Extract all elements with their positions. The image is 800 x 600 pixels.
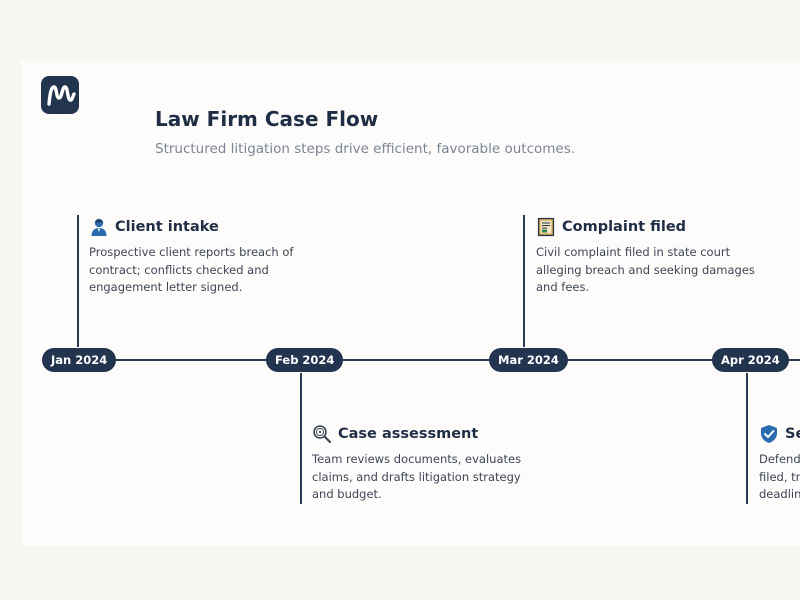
milestone-description: Team reviews documents, evaluates claims…	[312, 452, 522, 501]
milestone-description: Civil complaint filed in state court all…	[536, 245, 755, 294]
page-subtitle: Structured litigation steps drive effici…	[155, 141, 576, 157]
page-title: Law Firm Case Flow	[155, 107, 379, 131]
shield-check-icon	[759, 424, 779, 444]
description-line: deadlin	[759, 487, 800, 501]
magnifier-icon	[312, 424, 332, 444]
milestone-description: Prospective client reports breach of con…	[89, 245, 294, 294]
milestone-title: Client intake	[115, 219, 219, 235]
timeline-axis	[48, 359, 800, 361]
description-line: Defend	[759, 452, 800, 466]
document-icon	[536, 217, 556, 237]
milestone-case-assessment: Case assessment Team reviews documents, …	[312, 422, 552, 504]
person-icon	[89, 217, 109, 237]
stem-mar	[523, 215, 525, 347]
date-pill-jan: Jan 2024	[42, 348, 117, 372]
stem-jan	[77, 215, 79, 347]
milestone-title: Se	[785, 426, 800, 442]
description-line: filed, tri	[759, 469, 800, 484]
date-pill-feb: Feb 2024	[266, 348, 344, 372]
milestone-complaint-filed: Complaint filed Civil complaint filed in…	[536, 215, 776, 297]
milestone-title: Case assessment	[338, 426, 479, 442]
date-pill-mar: Mar 2024	[489, 348, 568, 372]
stem-apr	[746, 373, 748, 504]
timeline-card: Law Firm Case Flow Structured litigation…	[21, 61, 800, 546]
brand-m-logo-icon	[41, 76, 79, 114]
stem-feb	[300, 373, 302, 504]
milestone-title: Complaint filed	[562, 219, 687, 235]
milestone-description: Defend filed, tri deadlin	[759, 451, 800, 504]
milestone-client-intake: Client intake Prospective client reports…	[89, 215, 329, 297]
milestone-apr: Se Defend filed, tri deadlin	[759, 422, 800, 504]
date-pill-apr: Apr 2024	[712, 348, 789, 372]
